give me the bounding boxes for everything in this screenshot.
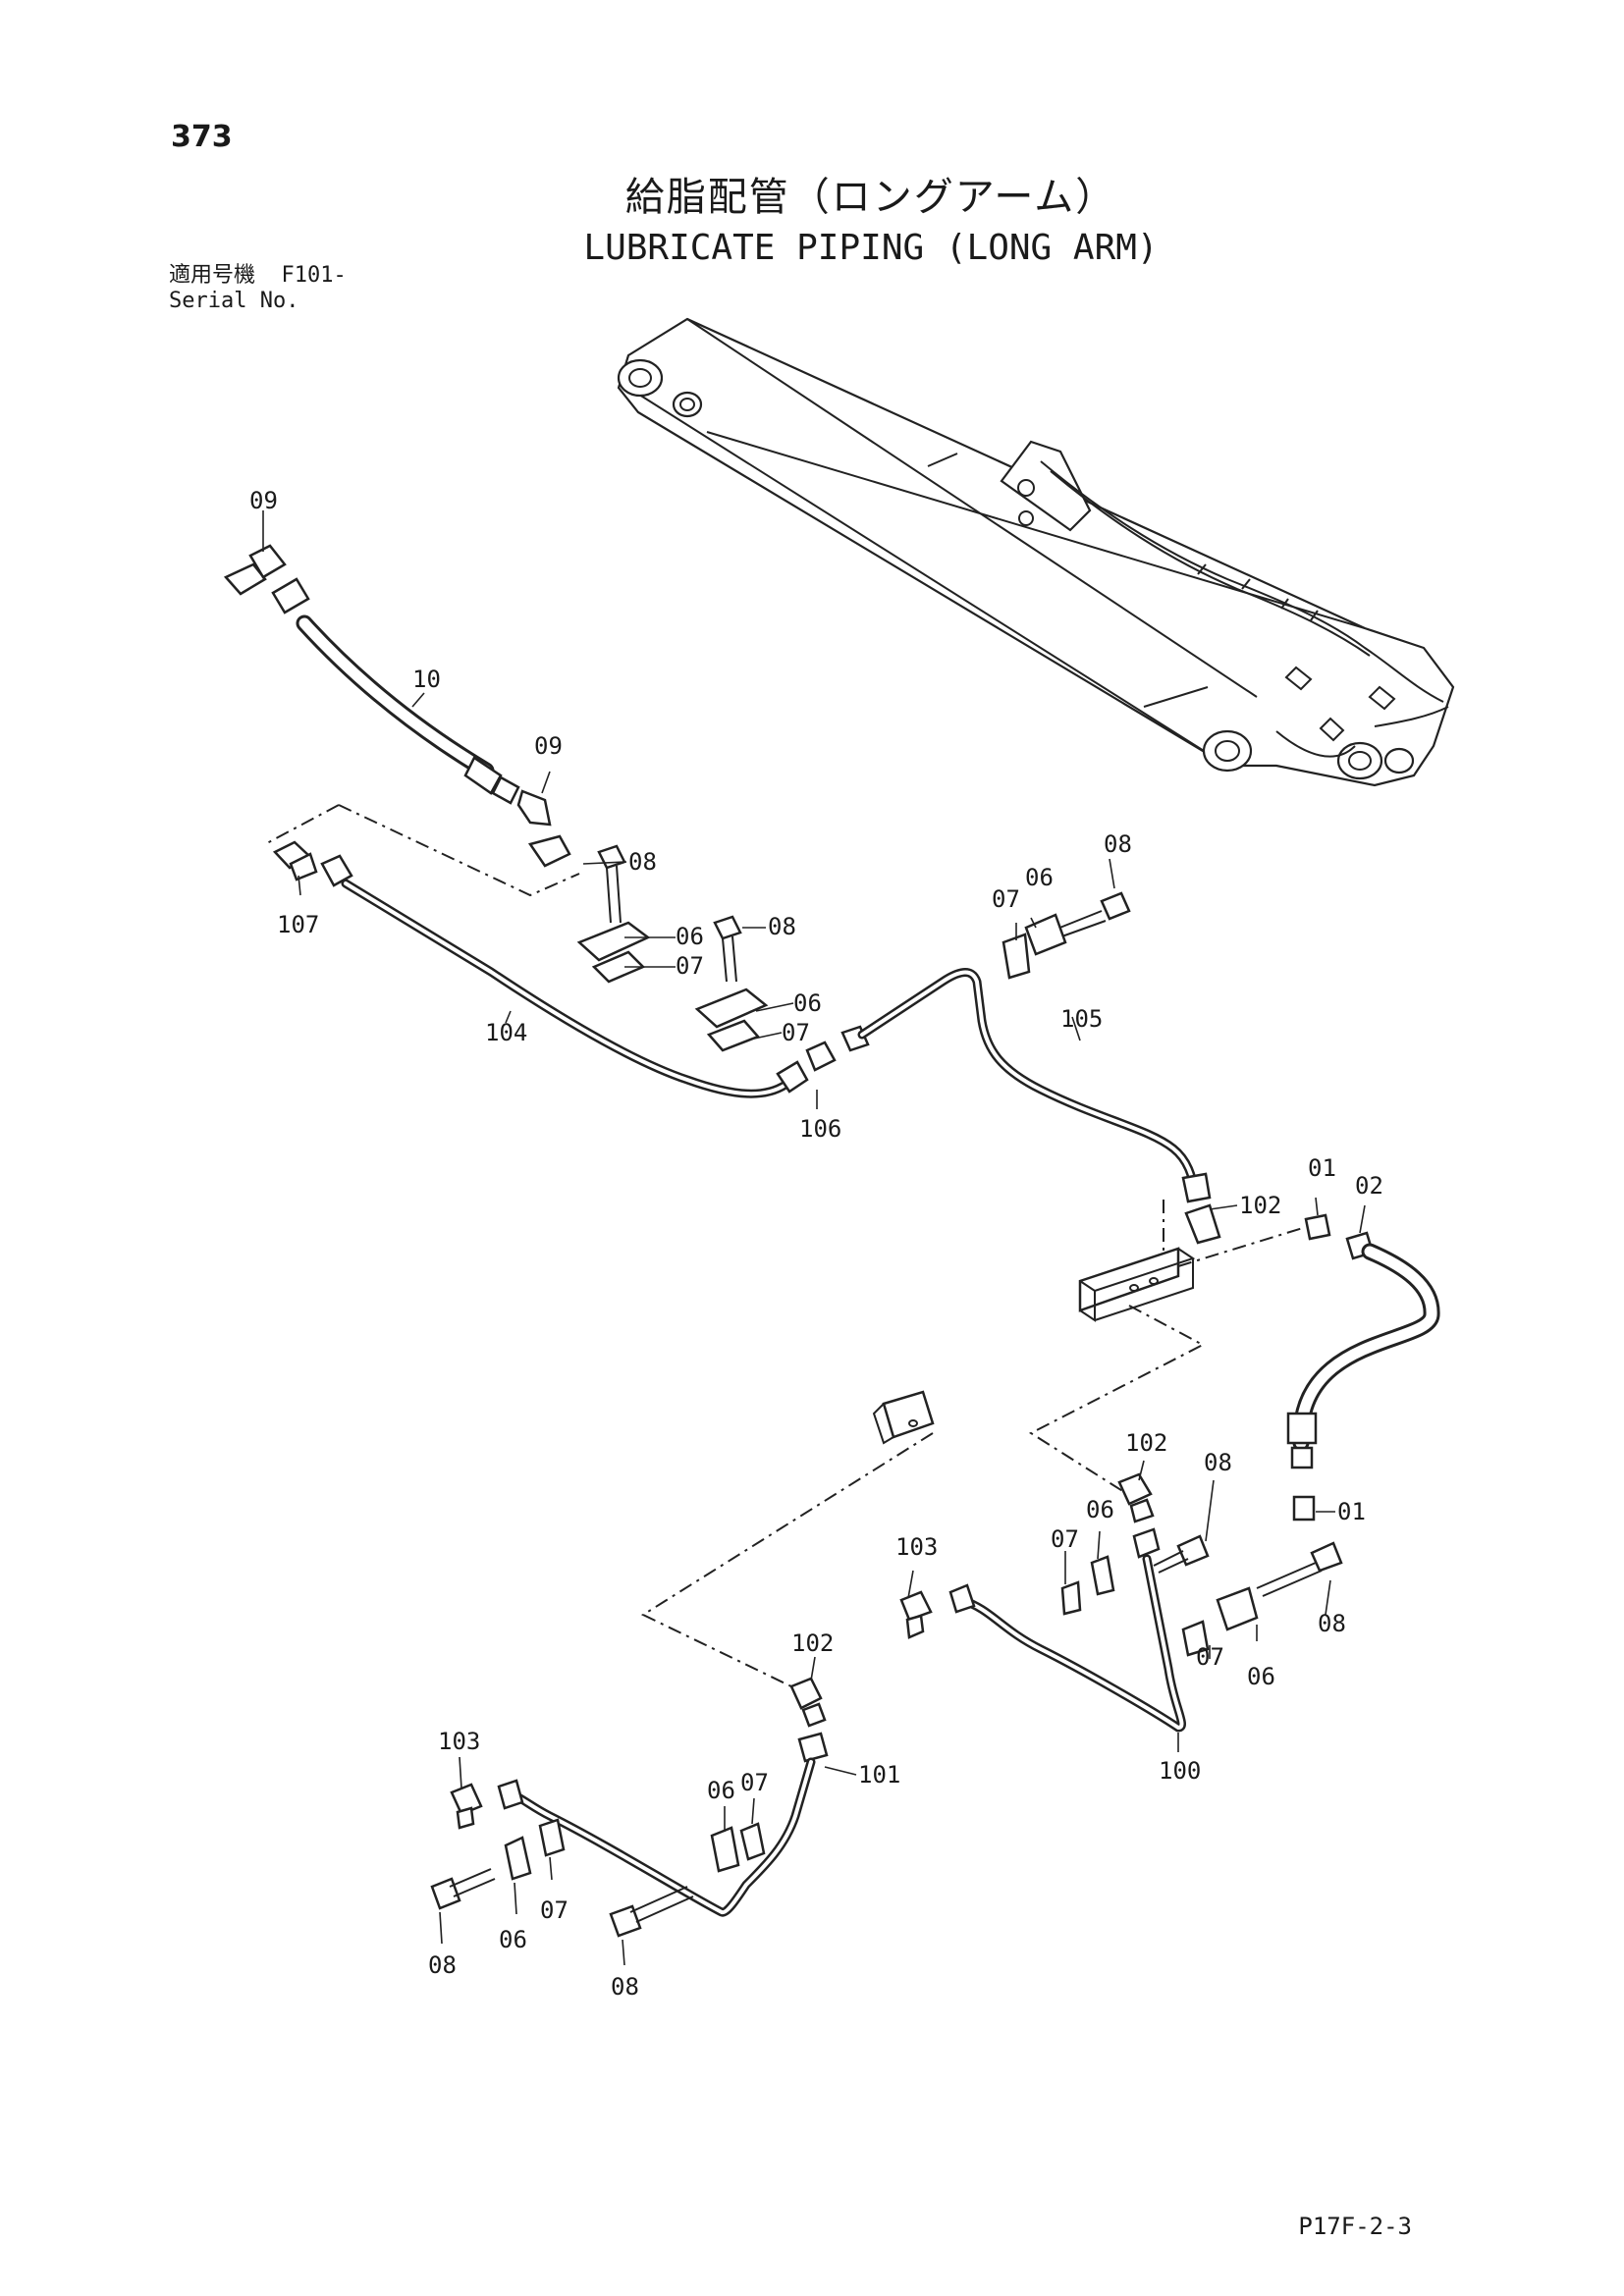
serial-label-jp: 適用号機 xyxy=(169,263,256,288)
serial-row: 適用号機 F101- xyxy=(169,263,347,289)
callout-106: 106 xyxy=(799,1115,841,1143)
callout-07: 07 xyxy=(740,1769,769,1796)
callout-102: 102 xyxy=(791,1629,834,1657)
callout-08: 08 xyxy=(628,848,657,876)
callout-06: 06 xyxy=(1247,1663,1275,1690)
callout-101: 101 xyxy=(858,1761,900,1789)
callout-07: 07 xyxy=(1196,1643,1224,1671)
serial-value: F101- xyxy=(281,263,347,288)
callout-06: 06 xyxy=(1025,864,1054,891)
pipe-100-assembly xyxy=(899,1472,1343,1733)
callout-01: 01 xyxy=(1337,1498,1366,1525)
leader-lines xyxy=(262,510,1366,1966)
pipe-105-assembly xyxy=(857,968,1307,1493)
callout-105: 105 xyxy=(1060,1005,1103,1033)
hose-10-assembly xyxy=(223,544,580,897)
callout-07: 07 xyxy=(782,1019,810,1046)
block-left xyxy=(640,1390,935,1689)
callout-07: 07 xyxy=(676,952,704,980)
hose-02-assembly xyxy=(1286,1213,1440,1522)
callout-102: 102 xyxy=(1239,1192,1281,1219)
callout-08: 08 xyxy=(1204,1449,1232,1476)
callout-06: 06 xyxy=(793,989,822,1017)
page-number: 373 xyxy=(171,120,233,154)
long-arm-drawing xyxy=(617,317,1455,787)
callout-06: 06 xyxy=(499,1926,527,1953)
callout-103: 103 xyxy=(438,1728,480,1755)
callout-07: 07 xyxy=(992,885,1020,913)
callout-09: 09 xyxy=(534,732,563,760)
callout-103: 103 xyxy=(895,1533,938,1561)
callout-100: 100 xyxy=(1159,1757,1201,1785)
callout-08: 08 xyxy=(1318,1610,1346,1637)
callout-07: 07 xyxy=(540,1896,568,1924)
callout-107: 107 xyxy=(277,911,319,938)
title-block: 給脂配管（ロングアーム） LUBRICATE PIPING (LONG ARM) xyxy=(0,165,1624,268)
serial-info: 適用号機 F101- Serial No. xyxy=(169,263,347,314)
pipe-101-assembly xyxy=(430,1677,829,1938)
title-japanese: 給脂配管（ロングアーム） xyxy=(624,175,1117,220)
callout-09: 09 xyxy=(249,487,278,514)
callout-06: 06 xyxy=(707,1777,735,1804)
callout-01: 01 xyxy=(1308,1154,1336,1182)
drawing-code: P17F-2-3 xyxy=(1298,2213,1412,2240)
callout-07: 07 xyxy=(1051,1525,1079,1553)
pipe-104-assembly xyxy=(272,840,870,1098)
callout-08: 08 xyxy=(768,913,796,940)
callout-08: 08 xyxy=(611,1973,639,2001)
callout-06: 06 xyxy=(1086,1496,1114,1523)
callout-08: 08 xyxy=(428,1951,457,1979)
callout-08: 08 xyxy=(1104,830,1132,858)
callout-06: 06 xyxy=(676,923,704,950)
title-english: LUBRICATE PIPING (LONG ARM) xyxy=(583,228,1159,268)
callout-labels: 09 10 09 08 107 06 07 08 06 07 104 106 0… xyxy=(249,487,1383,2001)
callout-10: 10 xyxy=(412,666,441,693)
callout-02: 02 xyxy=(1355,1172,1383,1200)
callout-104: 104 xyxy=(485,1019,527,1046)
serial-label-en: Serial No. xyxy=(169,289,299,313)
callout-102: 102 xyxy=(1125,1429,1167,1457)
